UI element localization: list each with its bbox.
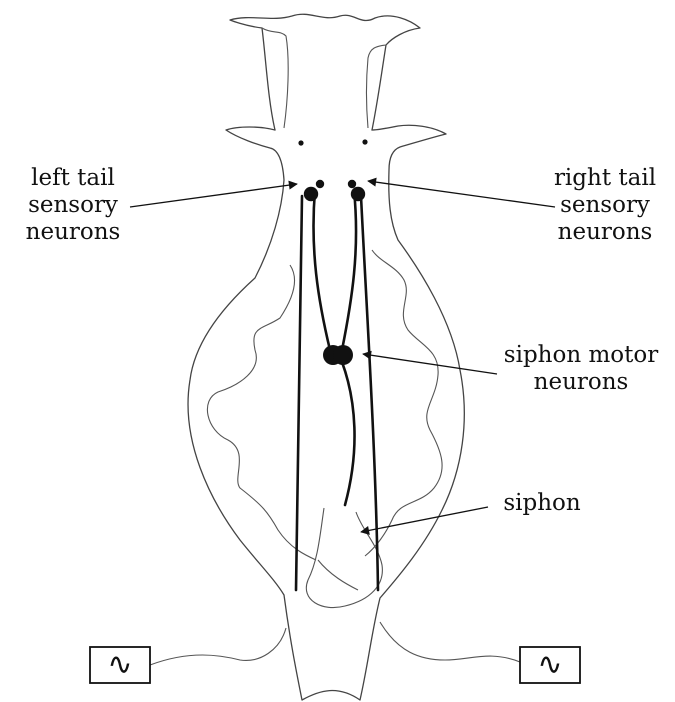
left-tail-sensory-neuron bbox=[304, 187, 318, 201]
left-tail-to-motor-nerve bbox=[313, 190, 330, 350]
motor-to-siphon-nerve bbox=[342, 362, 355, 505]
left-tail-label-line-1: left tail bbox=[8, 165, 138, 192]
left-stimulator-lead bbox=[150, 628, 286, 665]
siphon-label-line-1: siphon bbox=[492, 490, 592, 517]
right-stimulator-symbol: ∿ bbox=[537, 647, 562, 682]
right-stimulator-lead bbox=[380, 622, 520, 662]
right-tail-sensory-neuron bbox=[351, 187, 365, 201]
right-cerebral-dot bbox=[362, 139, 367, 144]
right-tail-to-motor-nerve bbox=[342, 190, 356, 350]
head-inner-left bbox=[262, 28, 288, 128]
left-stimulator-symbol: ∿ bbox=[107, 647, 132, 682]
siphon-pointer bbox=[361, 507, 488, 532]
siphon-motor-label-line-1: siphon motor bbox=[492, 342, 670, 369]
siphon-label: siphon bbox=[492, 490, 592, 517]
siphon-motor-pointer bbox=[363, 354, 497, 374]
left-tail-label-line-3: neurons bbox=[8, 219, 138, 246]
head-inner-right bbox=[367, 45, 387, 128]
right-tail-sensory-neuron-small bbox=[348, 180, 356, 188]
left-tail-sensory-neurons-label: left tail sensory neurons bbox=[8, 165, 138, 246]
siphon-motor-label-line-2: neurons bbox=[492, 369, 670, 396]
siphon-motor-neurons-label: siphon motor neurons bbox=[492, 342, 670, 396]
left-tail-sensory-neuron-small bbox=[316, 180, 324, 188]
right-tail-pointer bbox=[368, 181, 555, 207]
right-tail-label-line-2: sensory bbox=[540, 192, 670, 219]
right-tail-label-line-3: neurons bbox=[540, 219, 670, 246]
left-outer-nerve bbox=[296, 196, 302, 590]
left-cerebral-dot bbox=[298, 140, 303, 145]
left-tail-pointer bbox=[130, 184, 297, 207]
left-tail-label-line-2: sensory bbox=[8, 192, 138, 219]
siphon-motor-neuron-right bbox=[333, 345, 353, 365]
siphon-outline bbox=[306, 508, 382, 608]
right-tail-sensory-neurons-label: right tail sensory neurons bbox=[540, 165, 670, 246]
head-outline bbox=[230, 14, 420, 130]
body-outline bbox=[188, 125, 464, 700]
mantle-outline bbox=[207, 250, 442, 560]
right-tail-label-line-1: right tail bbox=[540, 165, 670, 192]
